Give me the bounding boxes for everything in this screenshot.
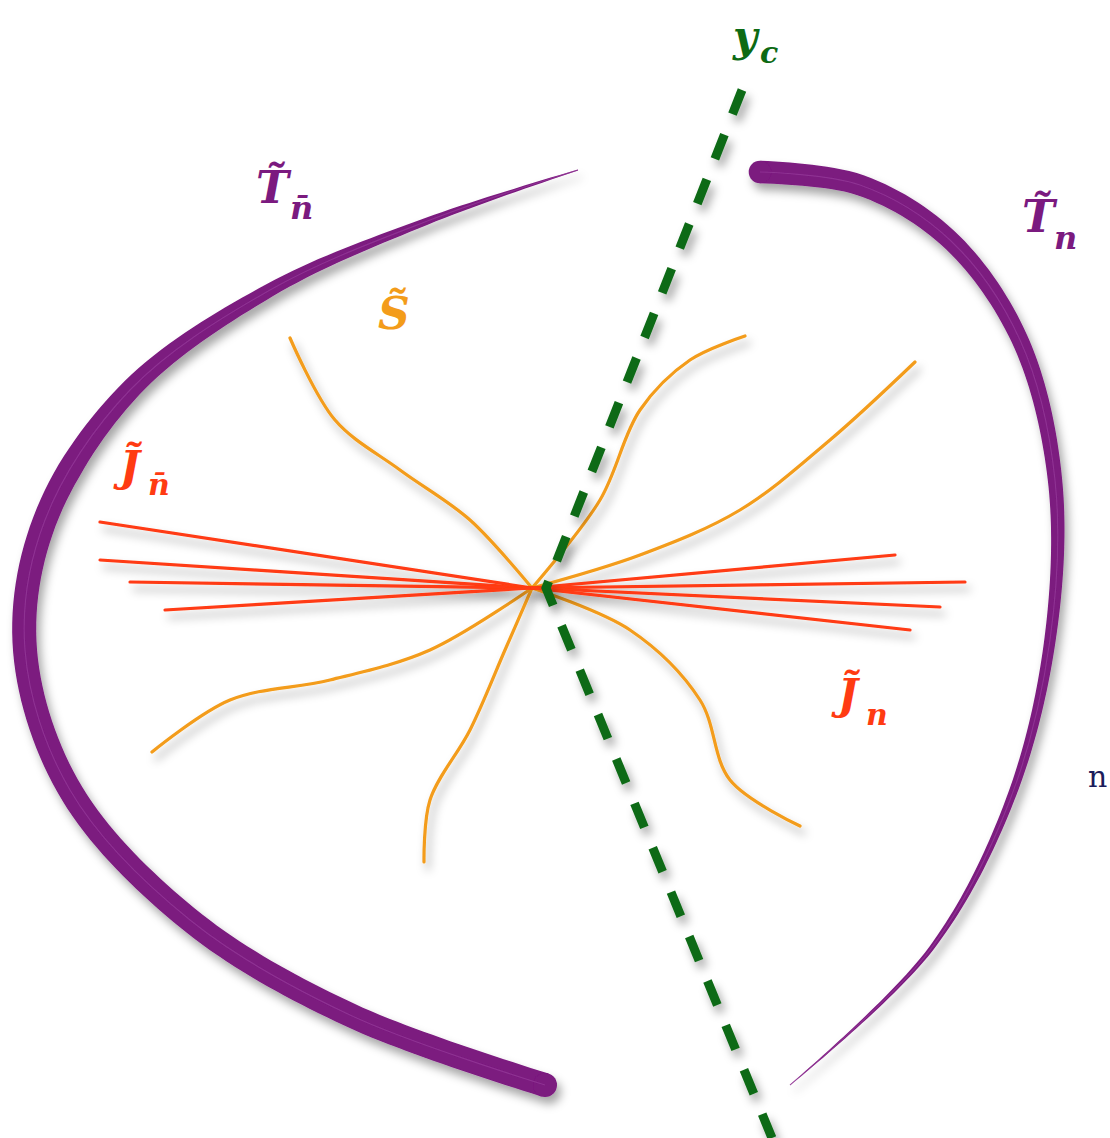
symbol-letter: S̃ <box>378 292 410 336</box>
right-brush-stroke <box>749 161 1065 1086</box>
soft-line <box>290 338 532 588</box>
left-brush-stroke-streak <box>24 170 578 1085</box>
soft-line <box>532 588 800 826</box>
collinear-line <box>532 588 910 630</box>
left-brush-stroke <box>12 170 578 1097</box>
collinear-line <box>532 582 965 588</box>
left-brush-stroke-body <box>12 170 578 1097</box>
collinear-line <box>100 522 532 588</box>
dashed-cut-line <box>546 90 772 1138</box>
purple-brush-strokes <box>12 161 1064 1097</box>
subscript: c <box>760 38 778 68</box>
symbol-letter: J̃ <box>838 674 858 716</box>
subscript: n <box>1054 222 1077 254</box>
symbol-letter: J̃ <box>120 446 140 488</box>
collinear-line <box>532 588 940 607</box>
soft-line <box>424 588 532 862</box>
collinear-line <box>100 560 532 588</box>
symbol-letter: T̃ <box>1022 195 1055 239</box>
right-brush-stroke-body <box>760 161 1065 1086</box>
subscript: n <box>866 700 888 730</box>
cut-off-text: n <box>1088 762 1107 792</box>
subscript: n̄ <box>148 470 170 500</box>
subscript: n̄ <box>290 192 313 224</box>
rapidity-cut-line <box>546 90 772 1138</box>
collinear-jet-lines <box>100 522 965 630</box>
soft-line <box>532 362 915 588</box>
symbol-letter: y <box>733 16 757 58</box>
symbol-letter: T̃ <box>256 166 289 210</box>
collinear-line <box>165 588 532 610</box>
collinear-line <box>130 582 532 588</box>
soft-line <box>152 588 532 752</box>
